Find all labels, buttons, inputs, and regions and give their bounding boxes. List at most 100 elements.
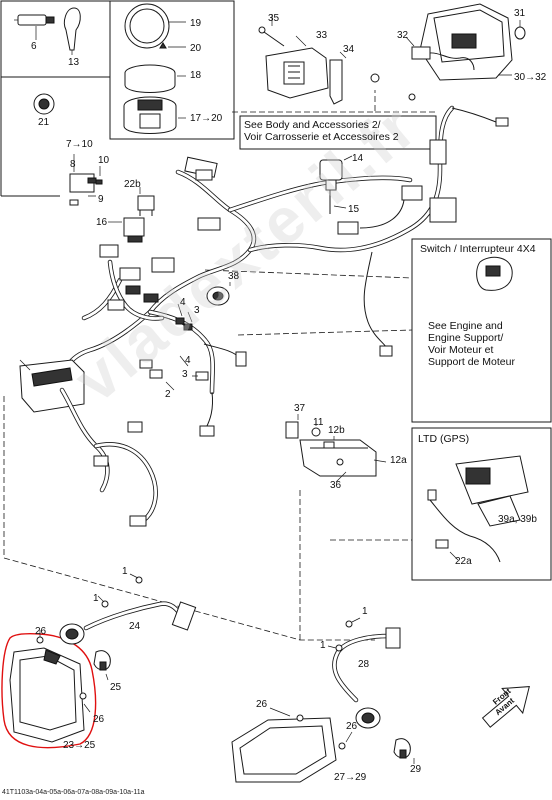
label-12b: 12b	[328, 425, 345, 436]
ref-line-switch	[204, 269, 413, 279]
tools-inset-frame	[0, 0, 111, 78]
label-37: 37	[294, 403, 306, 414]
relay-22b	[137, 195, 155, 216]
label-6: 6	[31, 41, 37, 52]
light-socket-right	[355, 707, 381, 729]
engine-note-line4: Support de Moteur	[428, 356, 515, 368]
harness-connectors	[99, 156, 221, 311]
cable-tie-clip	[63, 7, 81, 51]
label-20: 20	[190, 43, 202, 54]
label-30-32: 30→32	[514, 72, 547, 83]
ltd-title: LTD (GPS)	[418, 433, 470, 445]
label-27-29: 27→29	[334, 772, 367, 783]
bracket-12a	[299, 439, 377, 477]
label-28: 28	[358, 659, 370, 670]
label-14: 14	[352, 153, 364, 164]
label-32: 32	[397, 30, 409, 41]
label-1c: 1	[362, 606, 368, 617]
engine-lead	[363, 251, 389, 351]
label-4b: 4	[185, 355, 191, 366]
control-module	[265, 47, 329, 99]
label-11: 11	[313, 417, 324, 428]
label-25: 25	[110, 682, 122, 693]
ltd-gps-frame	[411, 427, 552, 581]
gauge-small	[33, 93, 55, 115]
ignition-switch	[206, 286, 230, 306]
label-10: 10	[98, 155, 110, 166]
label-13: 13	[68, 57, 80, 68]
fuse-block	[69, 173, 103, 206]
light-socket-left	[59, 623, 85, 645]
label-26a: 26	[35, 626, 47, 637]
gauge-bezel	[124, 3, 170, 49]
label-15: 15	[348, 204, 360, 215]
section-bracket	[0, 77, 60, 197]
nut-top	[408, 93, 416, 101]
instrument-pod	[419, 3, 513, 81]
left-headlight	[9, 647, 85, 743]
front-arrow-icon	[481, 686, 530, 728]
label-1a: 1	[122, 566, 128, 577]
label-39: 39a, 39b	[498, 514, 537, 525]
label-16: 16	[96, 217, 108, 228]
switch-4x4	[476, 256, 513, 291]
body-accessories-note-frame	[239, 115, 437, 150]
label-33: 33	[316, 30, 328, 41]
grease-tube	[14, 14, 55, 26]
lower-wire	[205, 391, 213, 429]
gauge-cluster	[123, 96, 177, 134]
label-26b: 26	[93, 714, 105, 725]
gps-unit	[427, 455, 529, 563]
label-36: 36	[330, 480, 342, 491]
label-21: 21	[38, 117, 50, 128]
item-37-11	[285, 421, 335, 449]
label-8: 8	[70, 159, 76, 170]
gauge-inset-frame	[109, 0, 235, 140]
label-26d: 26	[346, 721, 358, 732]
switch-4x4-frame	[411, 238, 552, 423]
ref-line-engine	[237, 329, 413, 336]
engine-note-line3: Voir Moteur et	[428, 344, 494, 356]
label-22a: 22a	[455, 556, 472, 567]
pod-connector	[411, 46, 475, 71]
label-38: 38	[228, 271, 240, 282]
sensor-14	[319, 159, 343, 214]
label-2: 2	[165, 389, 171, 400]
body-note-line1: See Body and Accessories 2/	[244, 119, 381, 131]
bulb-29	[393, 738, 411, 759]
label-24: 24	[129, 621, 141, 632]
grommet	[370, 73, 380, 83]
label-31: 31	[514, 8, 526, 19]
screw-35	[258, 26, 285, 47]
label-26c: 26	[256, 699, 268, 710]
label-9: 9	[98, 194, 104, 205]
engine-note-line1: See Engine and	[428, 320, 503, 332]
label-7-10: 7→10	[66, 139, 93, 150]
bulb-25	[93, 650, 111, 671]
label-23-25: 23→25	[63, 740, 96, 751]
label-3b: 3	[182, 369, 188, 380]
label-1b: 1	[93, 593, 99, 604]
right-headlight	[231, 717, 337, 783]
left-harness	[59, 387, 158, 527]
label-22b: 22b	[124, 179, 141, 190]
ref-line-body	[232, 90, 437, 113]
label-3a: 3	[194, 305, 200, 316]
label-35: 35	[268, 13, 280, 24]
document-code: 41T1103a-04a-05a-06a-07a-08a-09a-10a-11a	[2, 789, 145, 796]
label-18: 18	[190, 70, 202, 81]
label-29: 29	[410, 764, 422, 775]
ref-line-dash-left	[3, 396, 375, 641]
engine-note-line2: Engine Support/	[428, 332, 504, 344]
relay-16	[123, 217, 145, 243]
label-4a: 4	[180, 297, 186, 308]
label-19: 19	[190, 18, 202, 29]
pod-bulb	[514, 20, 526, 40]
label-34: 34	[343, 44, 355, 55]
label-17-20: 17→20	[190, 113, 223, 124]
body-note-line2: Voir Carrosserie et Accessoires 2	[244, 131, 399, 143]
gauge-cap	[124, 64, 176, 93]
switch-title: Switch / Interrupteur 4X4	[420, 243, 536, 255]
module-bracket	[329, 59, 343, 105]
